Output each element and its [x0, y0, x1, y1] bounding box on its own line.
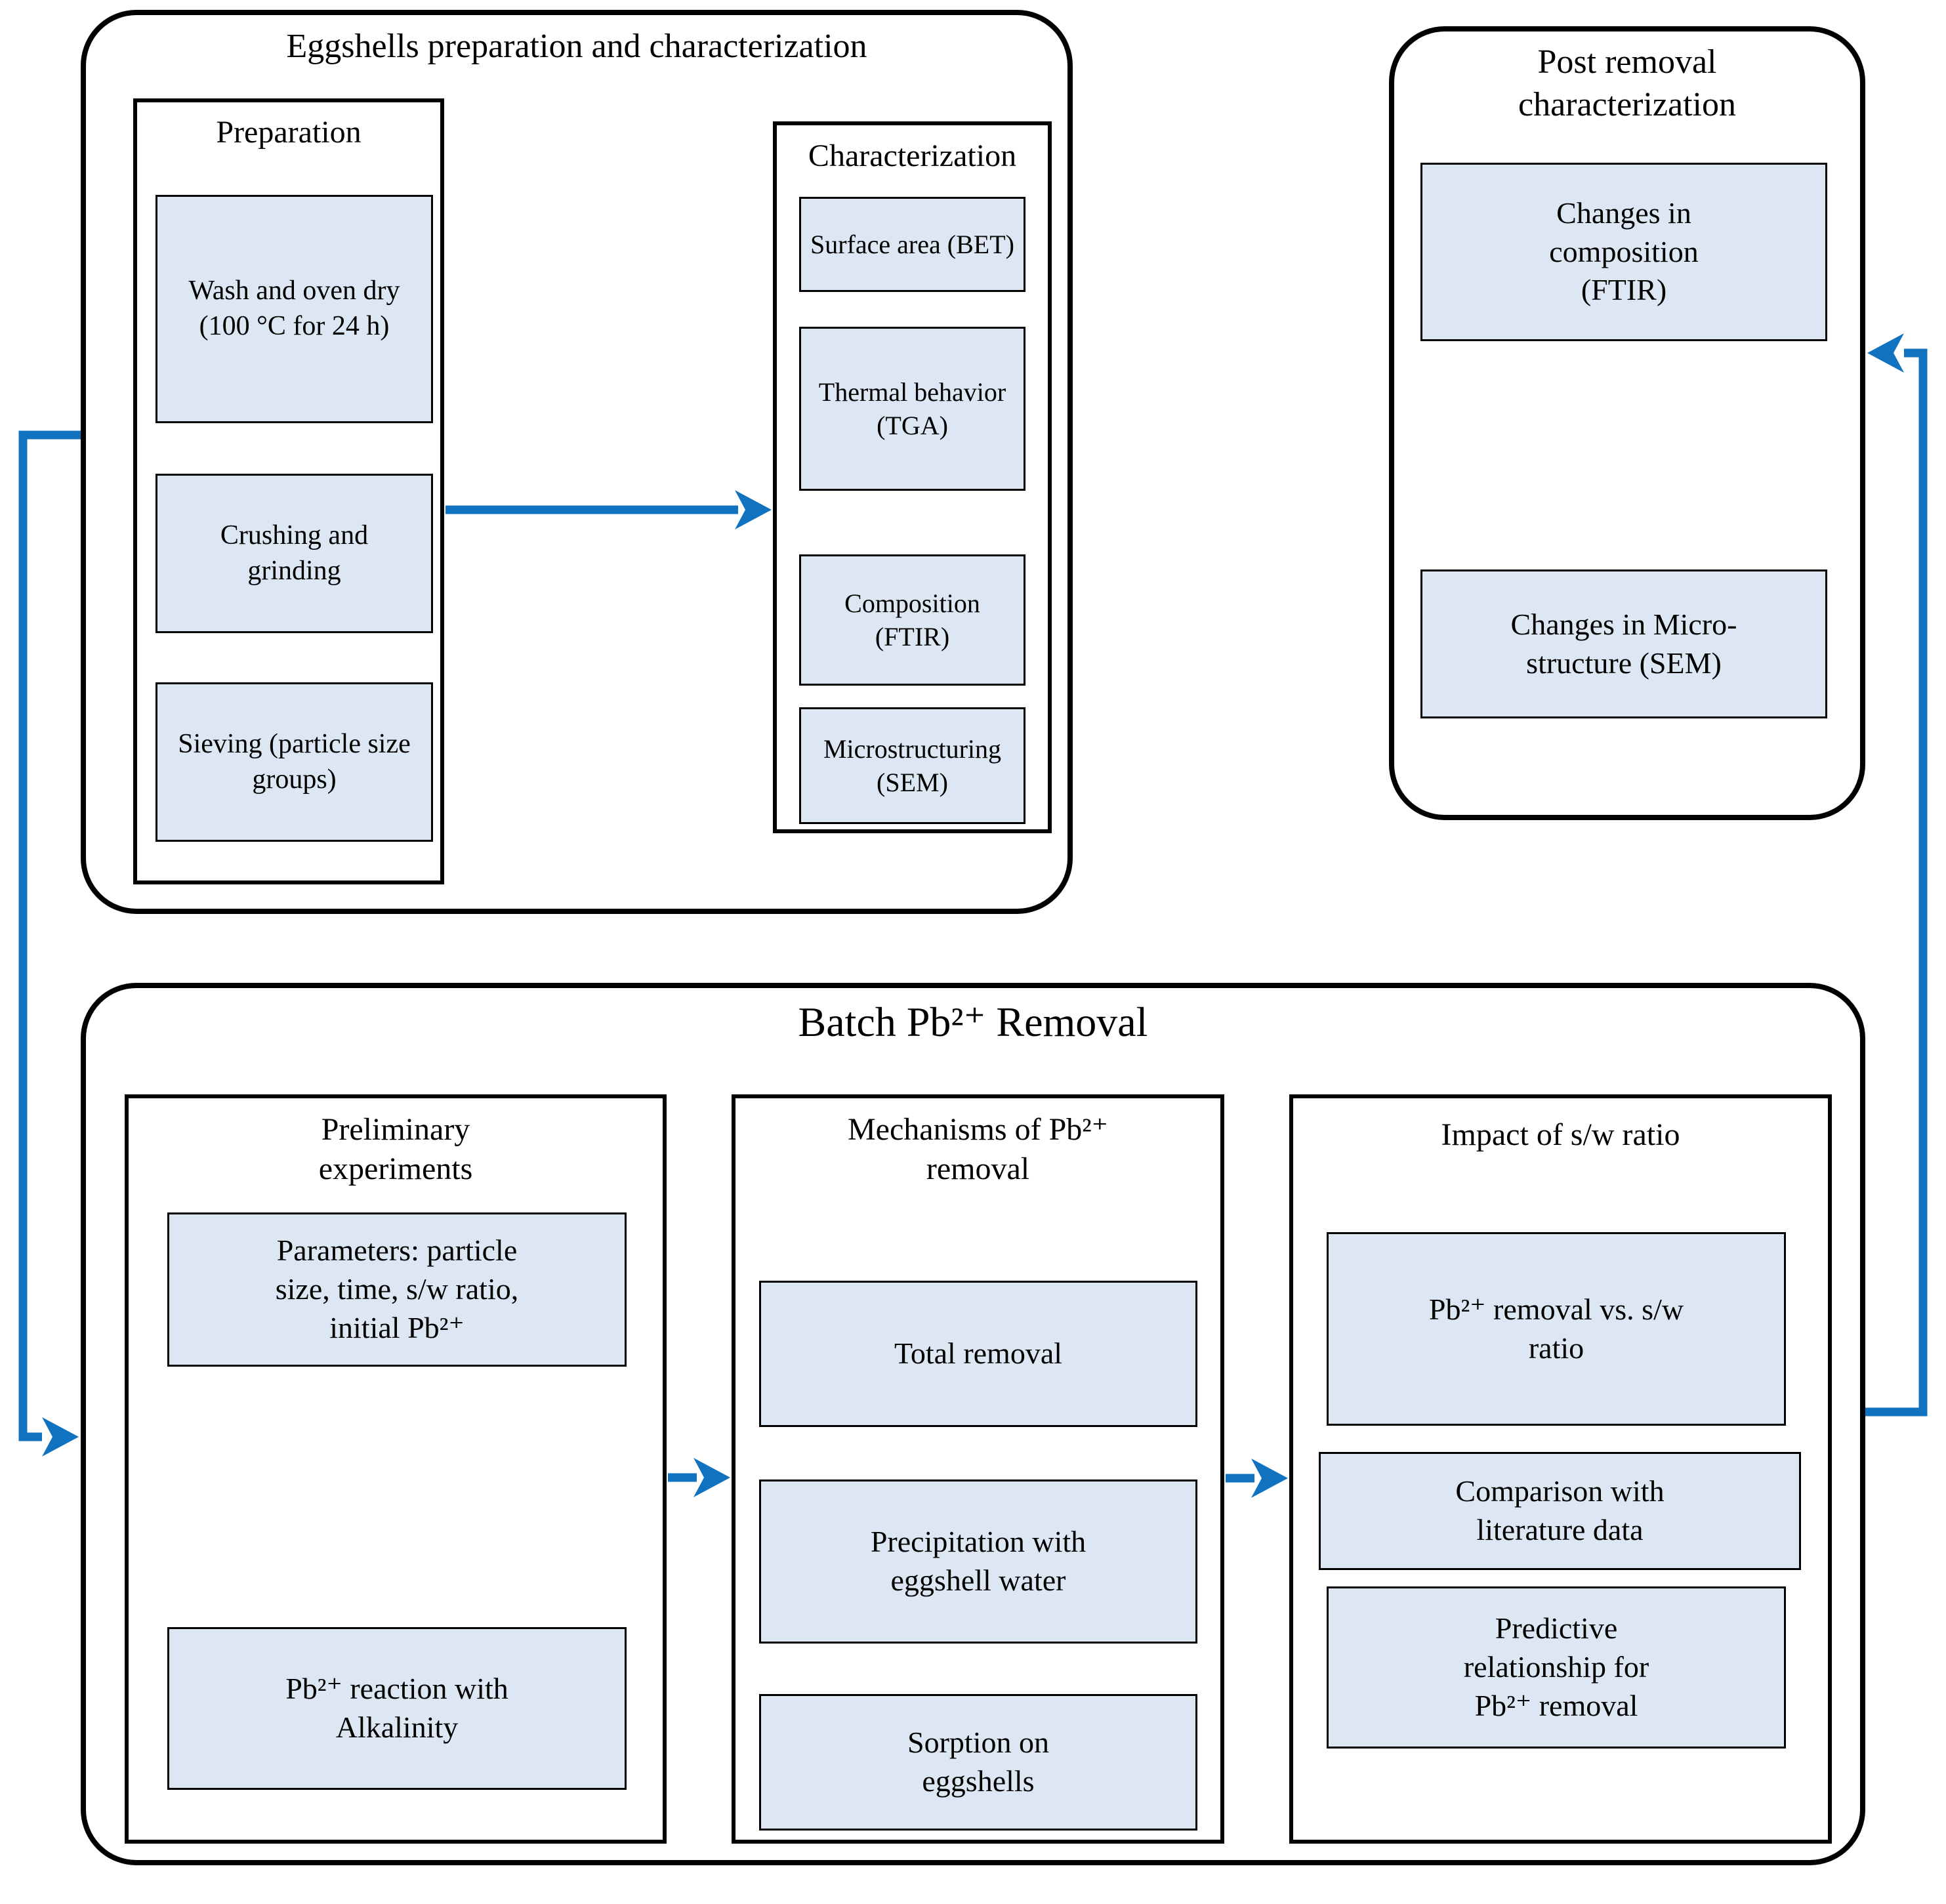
group-impact-of-sw-ratio [1289, 1094, 1832, 1844]
flow-step-composition-ftir: Composition (FTIR) [799, 554, 1025, 686]
group-preparation [133, 98, 444, 884]
section-eggshells-preparation-characterization [81, 10, 1073, 914]
flow-step-pb-removal-vs-sw-ratio: Pb²⁺ removal vs. s/w ratio [1327, 1232, 1786, 1426]
flow-step-changes-composition-ftir: Changes in composition (FTIR) [1420, 163, 1827, 341]
arrow-prepchar-to-batch-line [18, 430, 81, 1441]
group-title-preparation: Preparation [216, 115, 362, 150]
arrow-batch-to-postremoval-line [1865, 348, 1928, 1417]
flow-step-comparison-literature: Comparison with literature data [1319, 1452, 1801, 1570]
flow-step-wash-oven-dry: Wash and oven dry (100 °C for 24 h) [155, 195, 433, 423]
section-post-removal-characterization [1389, 26, 1865, 820]
arrow-prepchar-to-batch [18, 430, 81, 1457]
group-mechanisms-of-pb-removal [732, 1094, 1224, 1844]
flow-step-microstructuring-sem: Microstructuring (SEM) [799, 707, 1025, 824]
group-title-mechanisms-of-pb-removal: Mechanisms of Pb²⁺ removal [847, 1112, 1109, 1186]
flow-step-sieving: Sieving (particle size groups) [155, 682, 433, 842]
arrow-batch-to-postremoval [1865, 333, 1928, 1417]
group-title-characterization: Characterization [808, 138, 1017, 173]
flow-step-crushing-grinding: Crushing and grinding [155, 474, 433, 633]
arrow-prepchar-to-batch-arrowhead-icon [42, 1417, 79, 1457]
section-batch-pb-removal [81, 983, 1865, 1865]
flow-step-sorption-on-eggshells: Sorption on eggshells [759, 1694, 1197, 1831]
arrow-batch-to-postremoval-arrowhead-icon [1867, 333, 1904, 373]
flow-step-changes-microstructure-sem: Changes in Micro- structure (SEM) [1420, 569, 1827, 718]
group-characterization [773, 121, 1052, 833]
flow-step-thermal-behavior-tga: Thermal behavior (TGA) [799, 327, 1025, 491]
section-title-post-removal: Post removal characterization [1518, 43, 1736, 123]
flow-step-predictive-relationship: Predictive relationship for Pb²⁺ removal [1327, 1586, 1786, 1749]
group-title-impact-of-sw-ratio: Impact of s/w ratio [1441, 1117, 1680, 1152]
section-title-batch-pb-removal: Batch Pb²⁺ Removal [798, 999, 1148, 1045]
flow-step-pb-reaction-alkalinity: Pb²⁺ reaction with Alkalinity [167, 1627, 627, 1790]
flow-step-total-removal: Total removal [759, 1281, 1197, 1427]
flow-step-surface-area-bet: Surface area (BET) [799, 197, 1025, 292]
section-title-eggshells-preparation: Eggshells preparation and characterizati… [286, 28, 867, 65]
flow-step-precipitation-eggshell-water: Precipitation with eggshell water [759, 1480, 1197, 1644]
flow-step-parameters: Parameters: particle size, time, s/w rat… [167, 1212, 627, 1367]
group-title-preliminary-experiments: Preliminary experiments [318, 1112, 473, 1186]
group-preliminary-experiments [125, 1094, 667, 1844]
